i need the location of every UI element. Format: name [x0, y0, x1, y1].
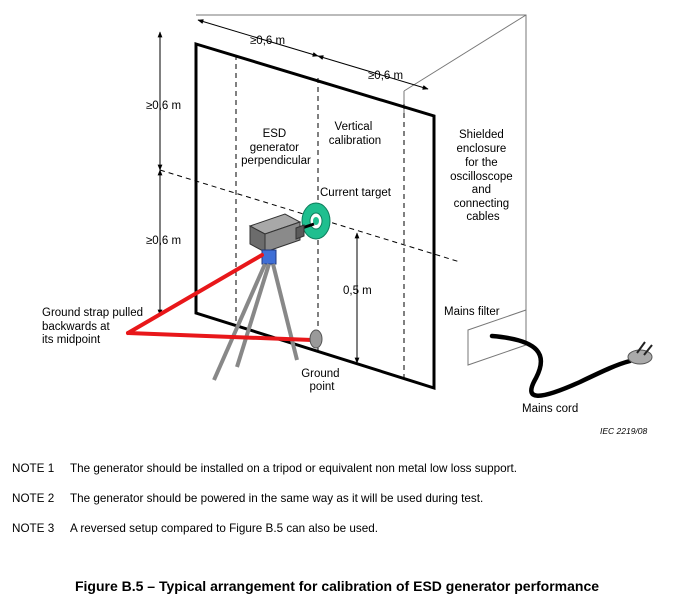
ground-point — [309, 329, 323, 349]
mains-cord-label: Mains cord — [522, 403, 578, 415]
note-label: NOTE 3 — [12, 522, 55, 535]
dim-height-label: 0,5 m — [343, 285, 372, 297]
calibration-plane — [194, 41, 436, 391]
vertical-calibration-label: Vertical calibration — [329, 121, 381, 147]
note-label: NOTE 1 — [12, 462, 55, 475]
note-text: The generator should be powered in the s… — [70, 492, 484, 505]
current-target-label: Current target — [320, 187, 392, 199]
esd-generator — [248, 213, 315, 253]
esd-generator-label: ESD generator perpendicular — [241, 128, 311, 167]
shielded-enclosure-label: Shielded enclosure for the oscilloscope … — [450, 129, 516, 223]
dim-top-right-label: ≥0,6 m — [368, 70, 403, 82]
mains-plug — [627, 341, 653, 365]
current-target — [301, 202, 331, 240]
note-2: NOTE 2 The generator should be powered i… — [12, 492, 662, 506]
iec-reference: IEC 2219/08 — [600, 426, 648, 436]
tripod — [212, 249, 299, 381]
mains-cord — [489, 333, 633, 398]
note-text: A reversed setup compared to Figure B.5 … — [70, 522, 378, 535]
top-dimensions — [197, 19, 429, 90]
note-1: NOTE 1 The generator should be installed… — [12, 462, 662, 476]
ground-strap-label: Ground strap pulled backwards at its mid… — [42, 307, 146, 346]
figure-caption: Figure B.5 – Typical arrangement for cal… — [74, 578, 600, 594]
dim-left-upper-label: ≥0,6 m — [146, 100, 181, 112]
ground-point-label: Ground point — [301, 368, 343, 393]
mains-filter-label: Mains filter — [444, 306, 500, 318]
note-3: NOTE 3 A reversed setup compared to Figu… — [12, 522, 662, 536]
note-label: NOTE 2 — [12, 492, 55, 505]
note-text: The generator should be installed on a t… — [70, 462, 517, 475]
esd-calibration-diagram: ≥0,6 m ≥0,6 m ≥0,6 m ≥0,6 m 0,5 m ESD ge… — [42, 14, 653, 436]
notes-section: NOTE 1 The generator should be installed… — [12, 462, 662, 552]
dim-top-left-label: ≥0,6 m — [250, 35, 285, 47]
dim-left-lower-label: ≥0,6 m — [146, 235, 181, 247]
ground-strap — [126, 253, 314, 342]
